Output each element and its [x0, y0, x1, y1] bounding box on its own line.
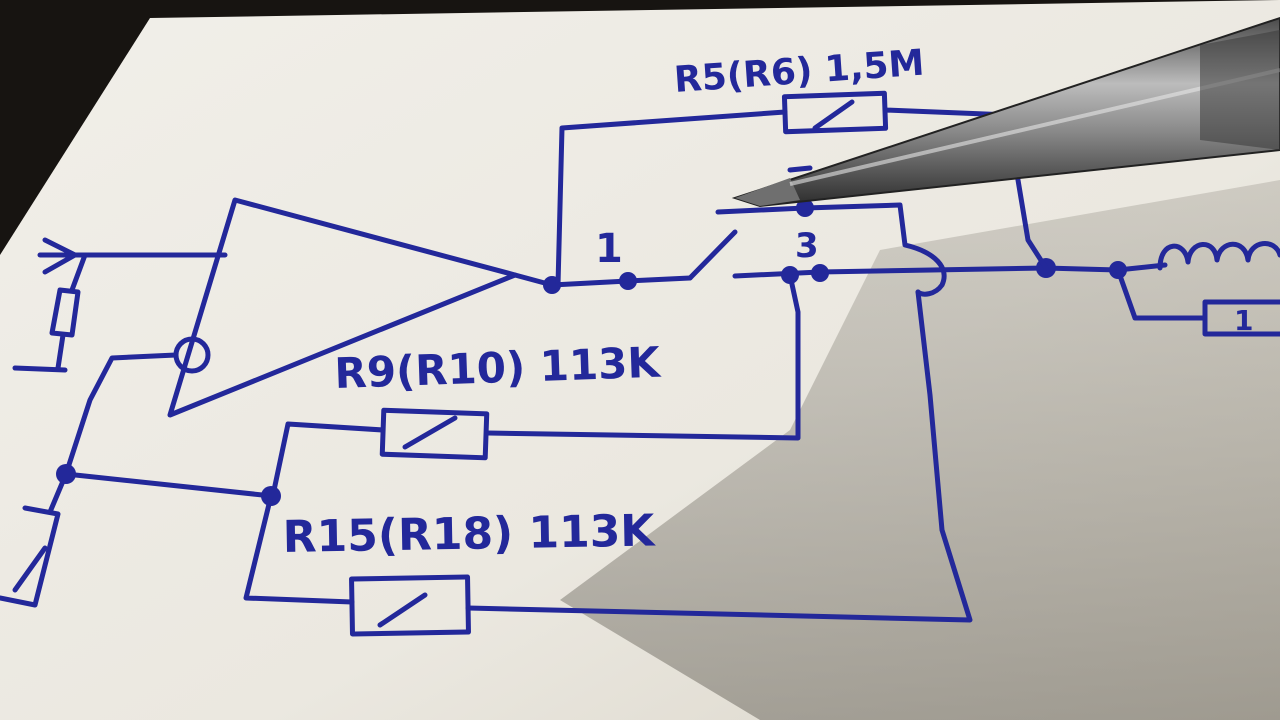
r5-left-wire — [555, 109, 788, 288]
ground-symbol — [12, 365, 68, 373]
lower-resistor-lead — [47, 471, 69, 515]
opamp-symbol — [167, 197, 518, 418]
label-box-mark: 1 — [1234, 304, 1253, 337]
input-resistor — [49, 287, 81, 338]
pointer-pen — [731, 16, 1280, 208]
switch-contact-3b — [811, 264, 829, 282]
label-r15: R15(R18) 113K — [282, 505, 656, 563]
lower-resistor — [0, 505, 61, 608]
r5-right-wire — [882, 107, 1049, 271]
output-wire — [512, 272, 693, 288]
pen-shadow — [560, 180, 1280, 720]
input-arrow — [42, 237, 78, 275]
ground-lead — [55, 332, 66, 371]
label-r9: R9(R10) 113K — [334, 338, 663, 398]
r9-resistor-mark — [402, 415, 458, 450]
label-position-1: 1 — [595, 226, 623, 272]
r9-right-wire — [485, 272, 801, 441]
switch-contact-2 — [796, 199, 814, 217]
r15-resistor — [349, 574, 471, 637]
inductor-coil — [1157, 241, 1280, 271]
inverting-input-wire — [63, 352, 275, 499]
r15-resistor-mark — [377, 592, 428, 628]
r9-left-wire — [270, 421, 386, 498]
switch-contact-1 — [619, 272, 637, 290]
right-component-box — [1202, 299, 1280, 337]
stub-mark — [787, 165, 813, 173]
switch-arm — [687, 229, 738, 281]
box-lead — [1115, 267, 1208, 321]
lower-resistor-mark — [12, 545, 48, 593]
r5-resistor-mark — [812, 99, 855, 131]
r15-right-wire — [465, 289, 973, 623]
r15-left-wire — [243, 493, 355, 605]
switch-top-wire — [715, 202, 947, 297]
input-resistor-lead — [69, 252, 88, 293]
label-position-3: 3 — [795, 226, 819, 266]
